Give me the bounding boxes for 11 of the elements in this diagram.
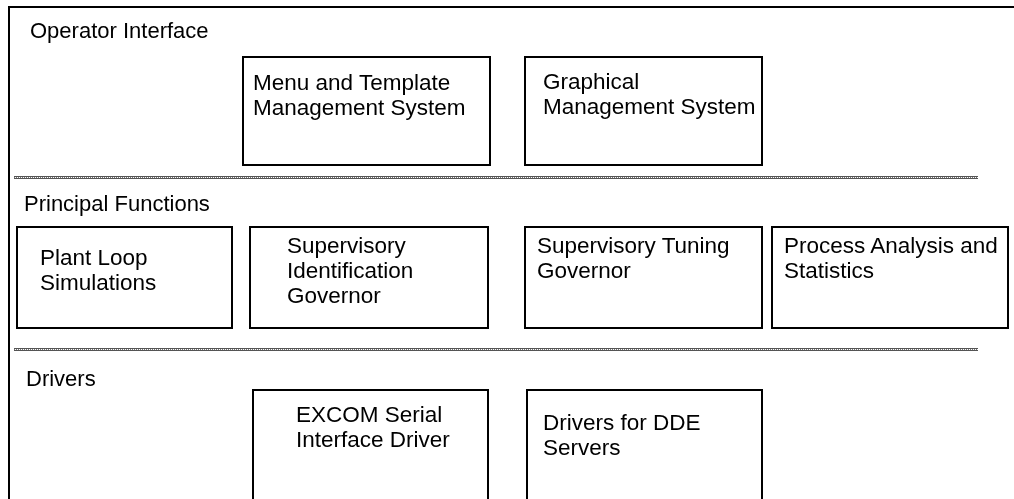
module-box: Drivers for DDE Servers [526,389,763,499]
layer-heading: Operator Interface [30,18,209,44]
module-box: Supervisory Tuning Governor [524,226,763,329]
module-box: EXCOM Serial Interface Driver [252,389,489,499]
module-box: Graphical Management System [524,56,763,166]
module-box: Menu and Template Management System [242,56,491,166]
module-box: Plant Loop Simulations [16,226,233,329]
layer-heading: Drivers [26,366,96,392]
module-box: Supervisory Identification Governor [249,226,489,329]
module-box: Process Analysis and Statistics [771,226,1009,329]
layer-heading: Principal Functions [24,191,210,217]
